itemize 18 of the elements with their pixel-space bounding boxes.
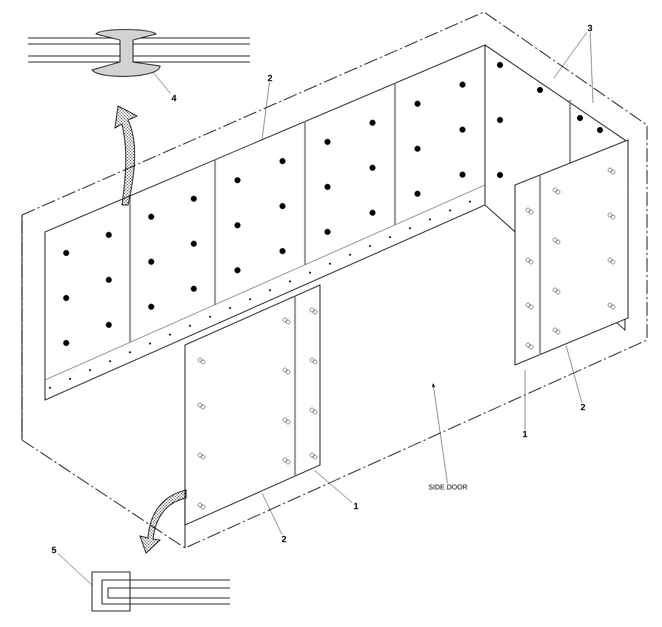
leader-line [262, 492, 282, 535]
callout-number: 1 [523, 430, 528, 438]
callout-number: 5 [52, 546, 56, 554]
leader-line [262, 82, 270, 140]
leader-line [566, 344, 582, 403]
leader-line [58, 553, 92, 586]
callout-number: 2 [282, 536, 286, 542]
leader-line [432, 383, 448, 484]
callout-number: 3 [588, 24, 592, 32]
leader-line [314, 470, 352, 504]
callout-number: 2 [580, 404, 586, 410]
leader-line [554, 32, 588, 78]
leader-line [524, 370, 526, 430]
callout-number: 1 [354, 502, 358, 510]
leader-line [152, 72, 171, 94]
callout-number: 2 [268, 74, 272, 82]
leader-line [590, 32, 594, 104]
callout-number: 4 [172, 94, 176, 102]
